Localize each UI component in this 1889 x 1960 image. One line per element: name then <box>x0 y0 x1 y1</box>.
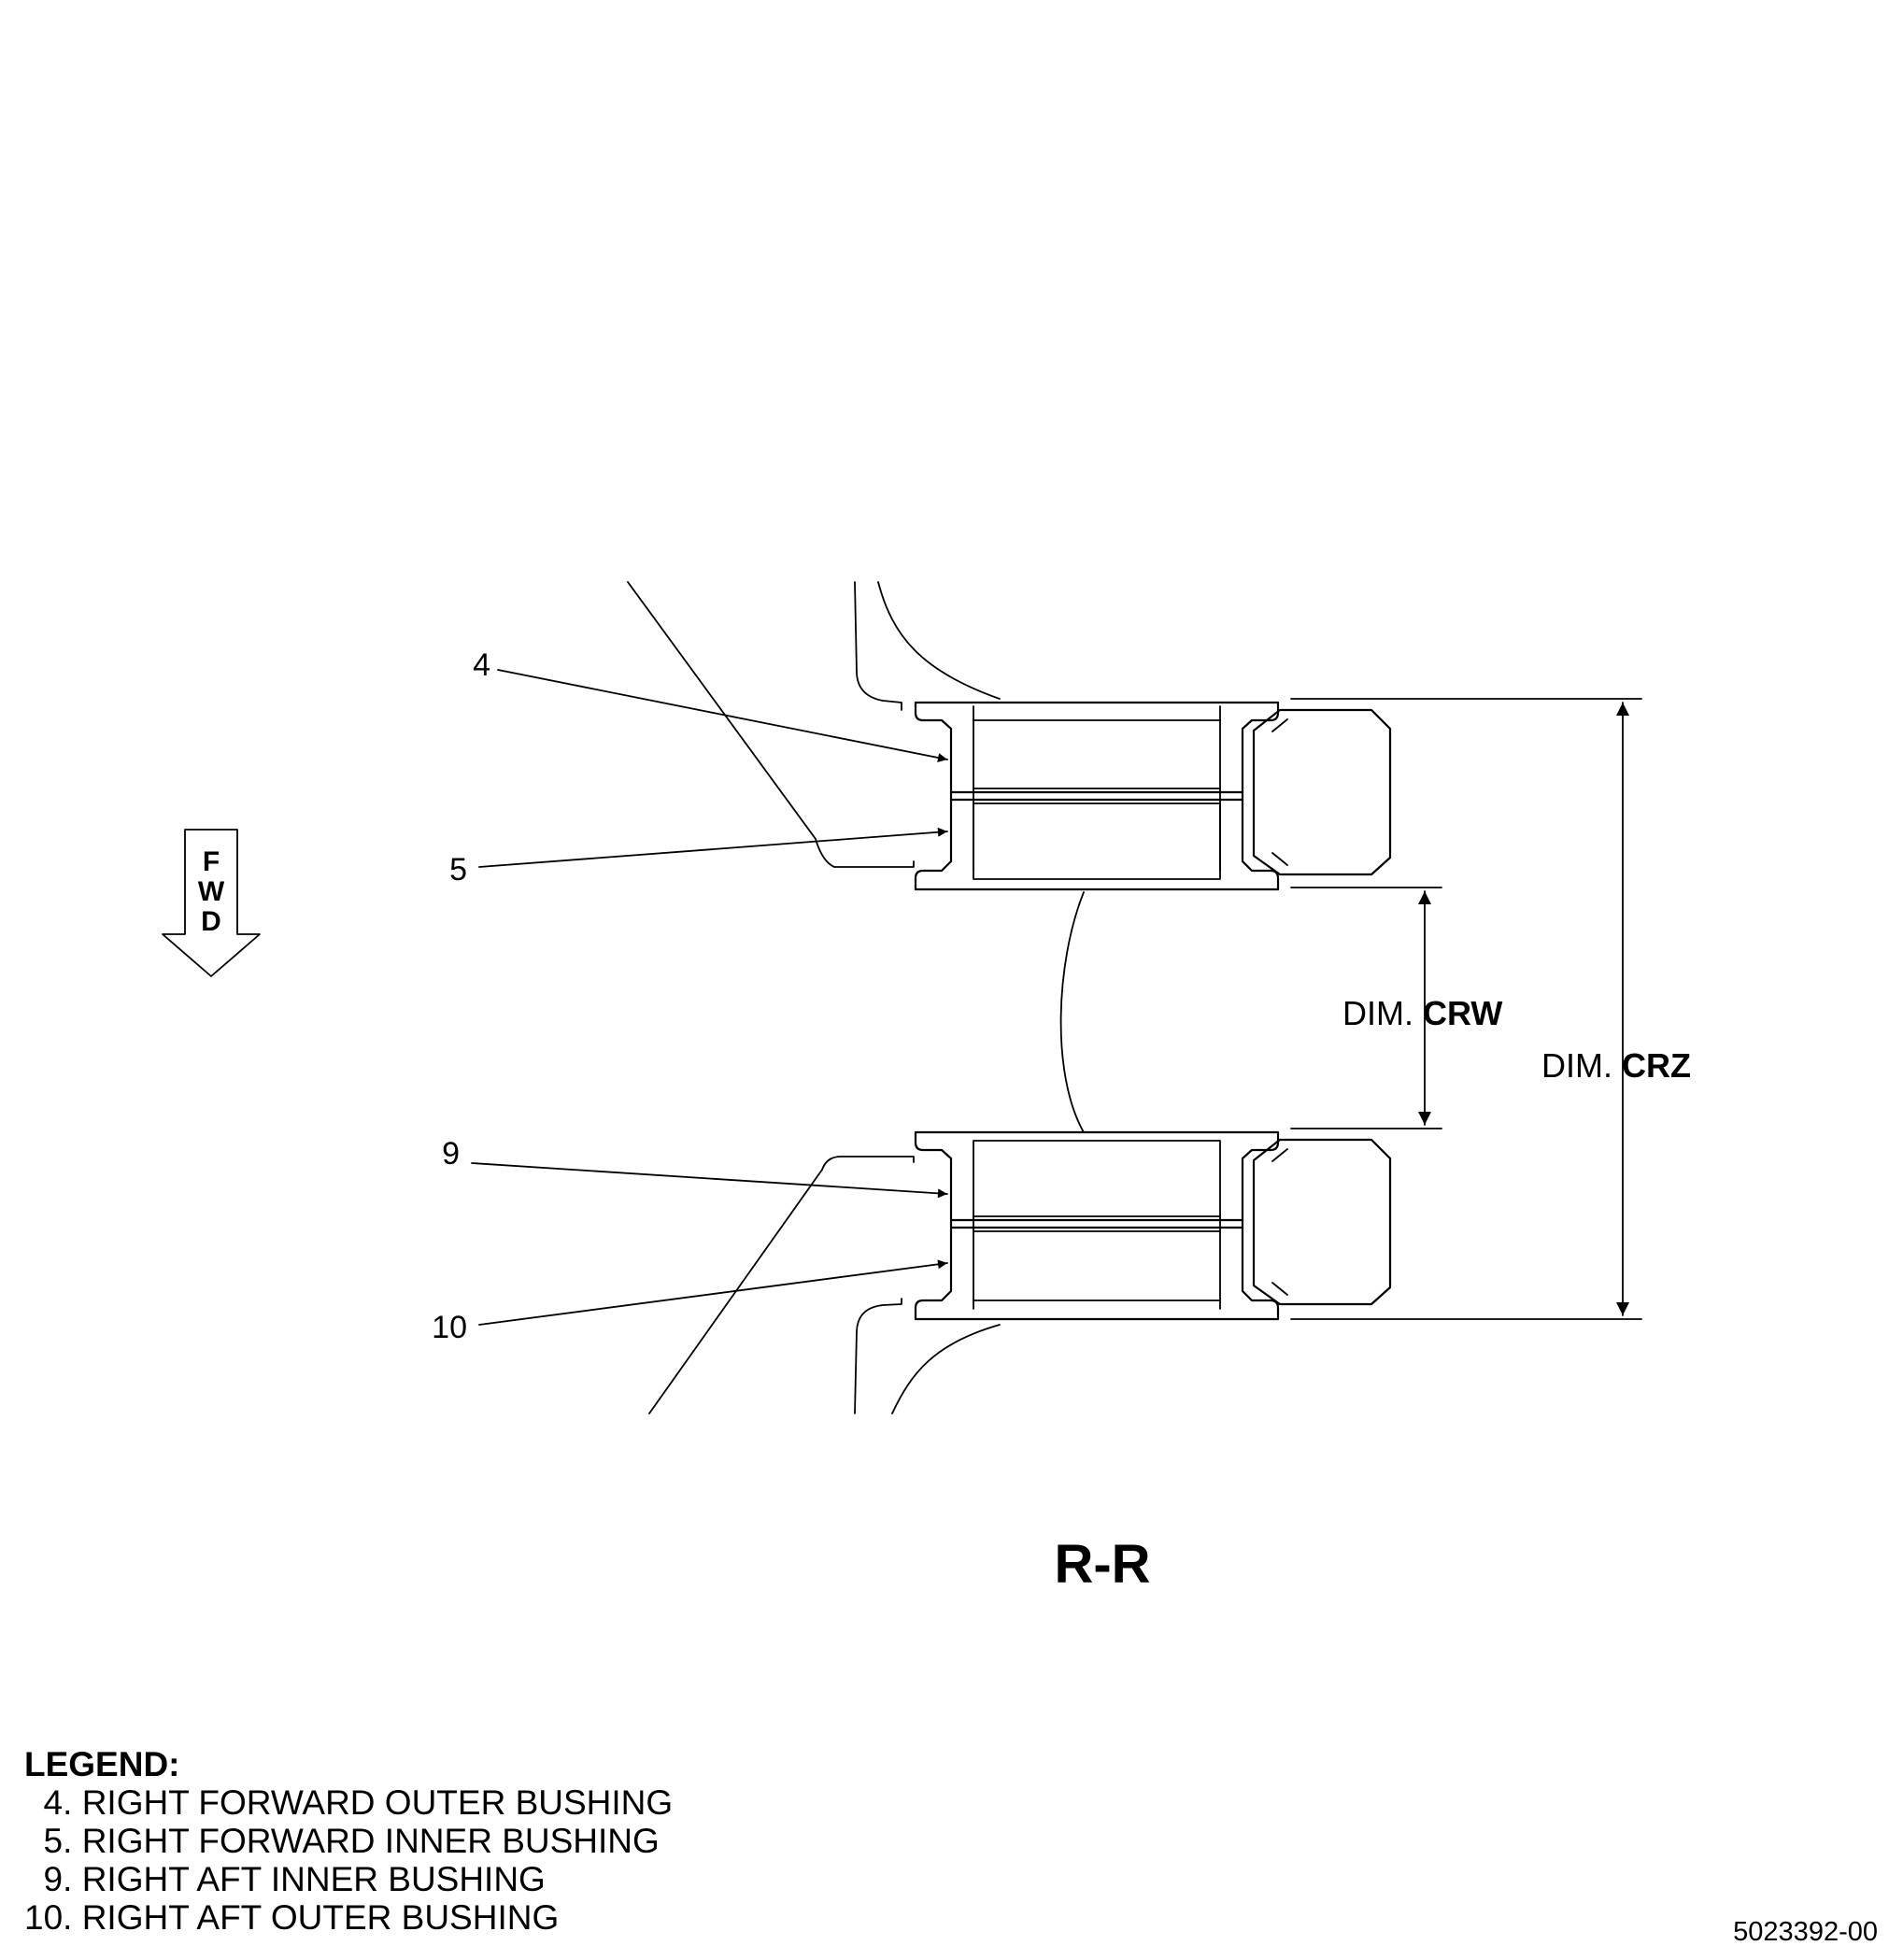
legend-title: LEGEND: <box>24 1745 180 1783</box>
leader-5 <box>478 827 948 868</box>
callout-5: 5 <box>449 852 467 888</box>
legend: LEGEND: 4. RIGHT FORWARD OUTER BUSHING 5… <box>24 1745 673 1937</box>
dimension-lines <box>1290 698 1642 1320</box>
legend-item: 9. RIGHT AFT INNER BUSHING <box>24 1860 546 1898</box>
legend-item: 4. RIGHT FORWARD OUTER BUSHING <box>24 1783 674 1822</box>
leader-10 <box>478 1259 948 1326</box>
callout-10: 10 <box>432 1310 467 1345</box>
forward-direction-arrow: F W D <box>162 829 261 977</box>
dim-crz-label: DIM. CRZ <box>1541 1046 1691 1085</box>
leader-4 <box>497 669 948 762</box>
dim-crw-label: DIM. CRW <box>1342 994 1502 1032</box>
callout-9: 9 <box>442 1136 460 1172</box>
callout-4: 4 <box>473 647 490 683</box>
document-id: 5023392-00 <box>1733 1917 1878 1947</box>
leader-9 <box>471 1162 948 1199</box>
fwd-letter-d: D <box>201 906 221 937</box>
aft-bushing-assembly <box>914 1130 1392 1321</box>
fitting-outline <box>627 581 1085 1414</box>
forward-bushing-assembly <box>914 701 1392 891</box>
view-label: R-R <box>1054 1534 1150 1595</box>
legend-item: 10. RIGHT AFT OUTER BUSHING <box>24 1898 560 1937</box>
leader-lines <box>471 669 948 1326</box>
fwd-letter-f: F <box>203 846 220 877</box>
legend-item: 5. RIGHT FORWARD INNER BUSHING <box>24 1822 660 1860</box>
fwd-letter-w: W <box>198 876 225 907</box>
